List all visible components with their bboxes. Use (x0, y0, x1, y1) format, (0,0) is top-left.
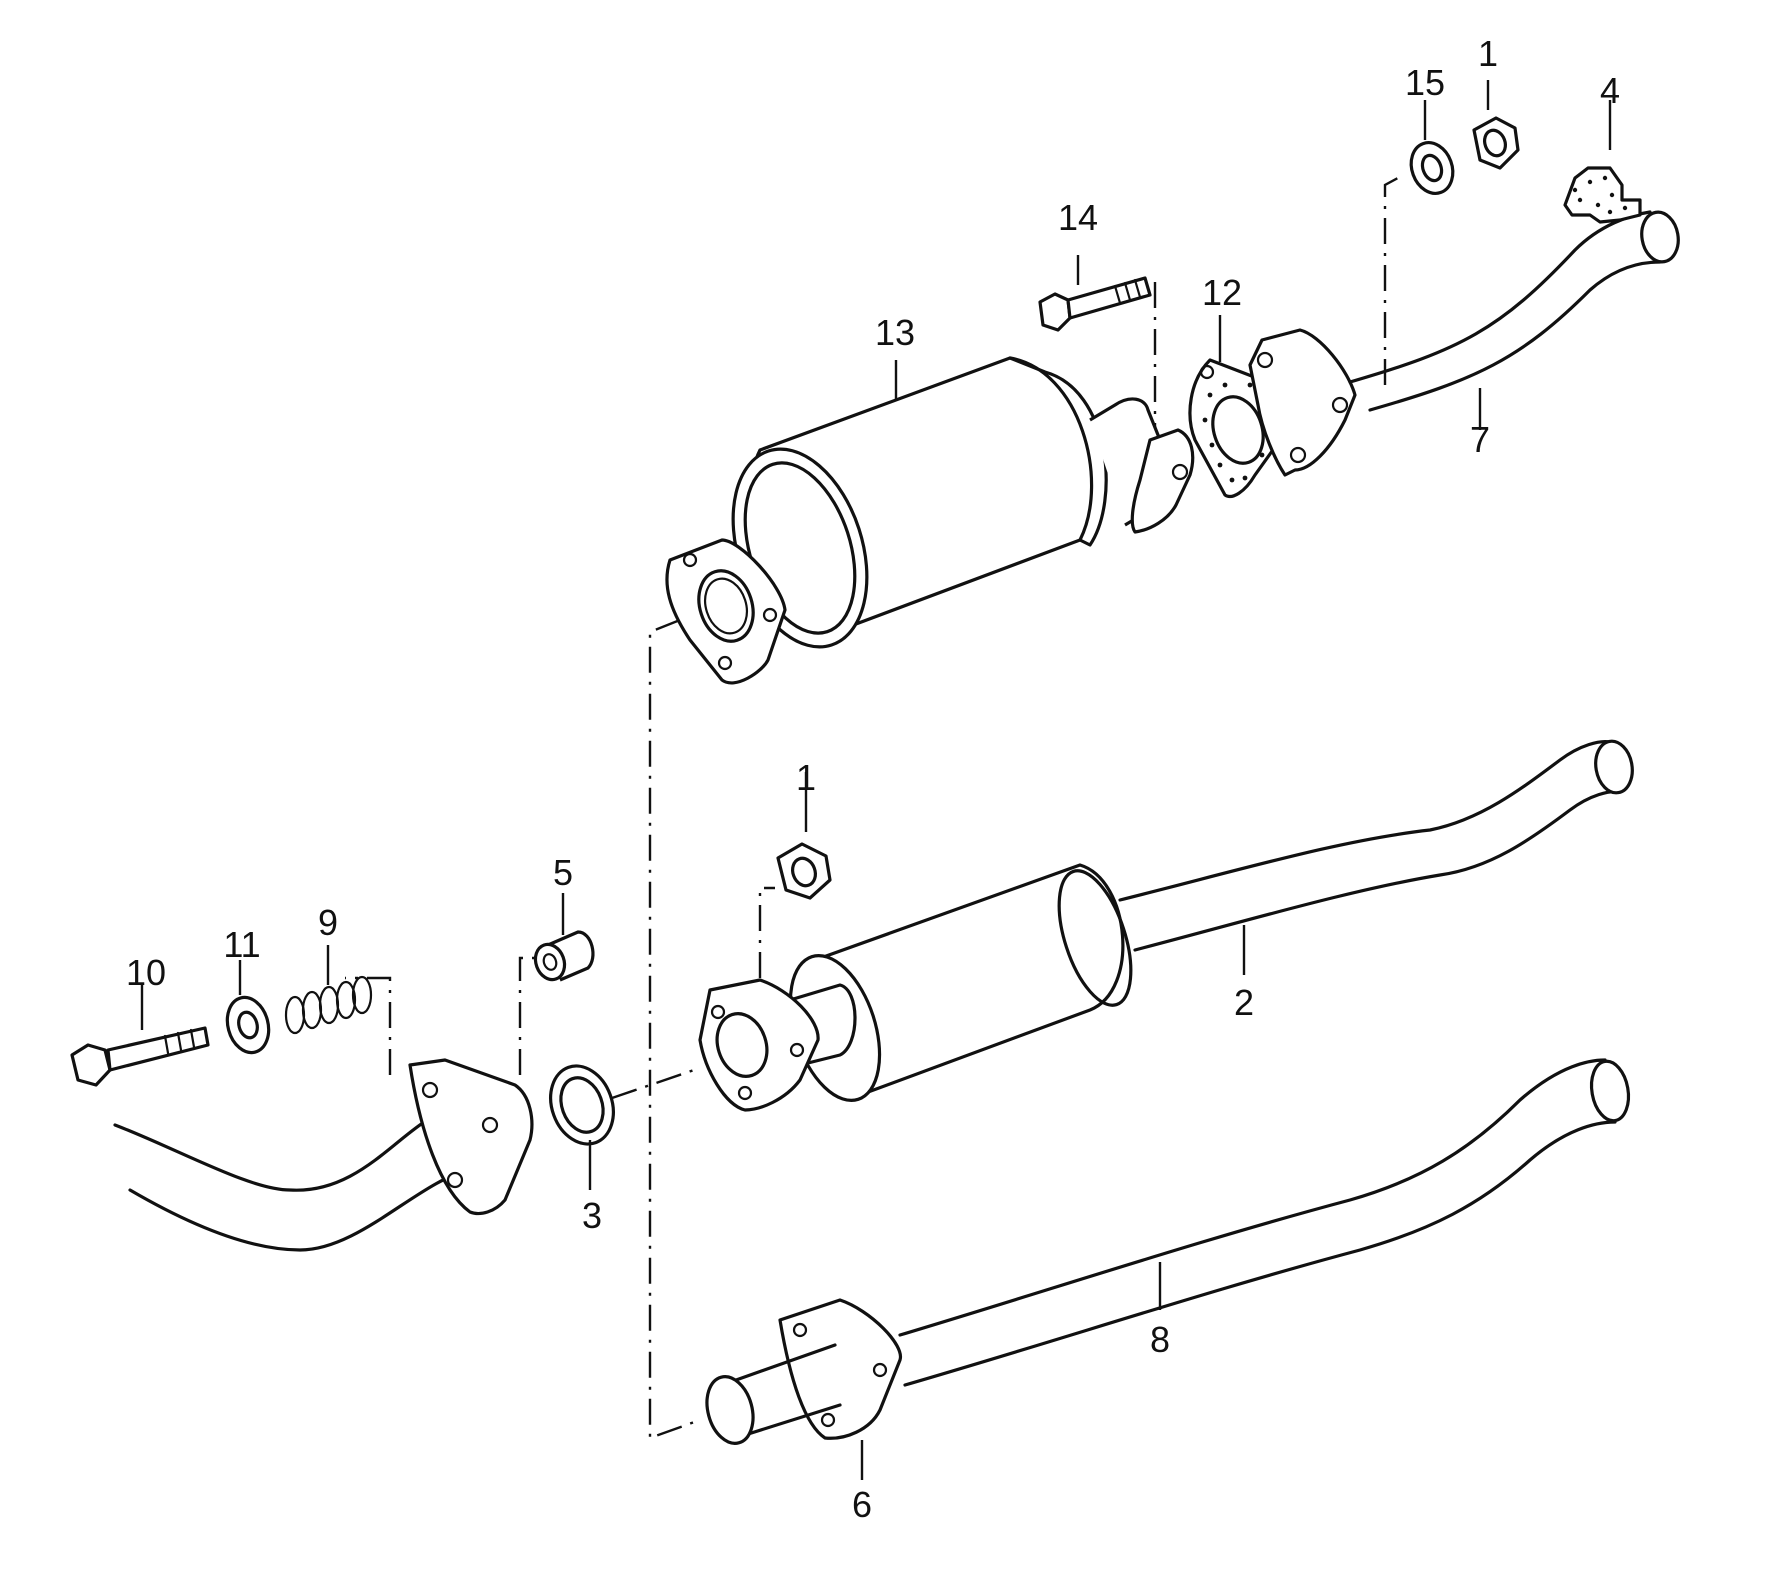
callout-14: 14 (1058, 197, 1098, 238)
callout-6: 6 (852, 1484, 872, 1525)
part-catalytic-converter (665, 356, 1195, 685)
part-seal-ring (549, 1064, 615, 1146)
part-bolt-top (1038, 276, 1152, 332)
part-nut-top (1472, 116, 1520, 170)
part-center-silencer (698, 739, 1634, 1112)
callout-8: 8 (1150, 1319, 1170, 1360)
callout-15: 15 (1405, 62, 1445, 103)
part-left-pipe (113, 1058, 534, 1252)
leader-lines (140, 80, 1612, 1480)
callout-5: 5 (553, 852, 573, 893)
part-spacer-sleeve (533, 930, 595, 982)
callout-13: 13 (875, 312, 915, 353)
callout-1-middle: 1 (796, 757, 816, 798)
assembly-centerlines (345, 176, 1399, 1440)
callout-3: 3 (582, 1195, 602, 1236)
callout-10: 10 (126, 952, 166, 993)
callout-7: 7 (1470, 419, 1490, 460)
part-spring (284, 975, 373, 1035)
callout-1-top: 1 (1478, 33, 1498, 74)
part-bolt-left (70, 1026, 210, 1087)
callout-2: 2 (1234, 982, 1254, 1023)
part-clamp (1563, 166, 1642, 224)
callout-12: 12 (1202, 272, 1242, 313)
callout-labels: 1 1 2 3 4 5 6 7 8 9 10 11 12 13 14 15 (126, 33, 1620, 1525)
callout-9: 9 (318, 902, 338, 943)
part-washer-top (1409, 141, 1455, 195)
callout-11: 11 (223, 924, 260, 965)
part-washer-left (225, 995, 271, 1055)
part-lower-pipe (705, 1058, 1631, 1445)
part-nut-middle (776, 842, 832, 900)
part-front-pipe (1248, 210, 1680, 477)
callout-4: 4 (1600, 70, 1620, 111)
